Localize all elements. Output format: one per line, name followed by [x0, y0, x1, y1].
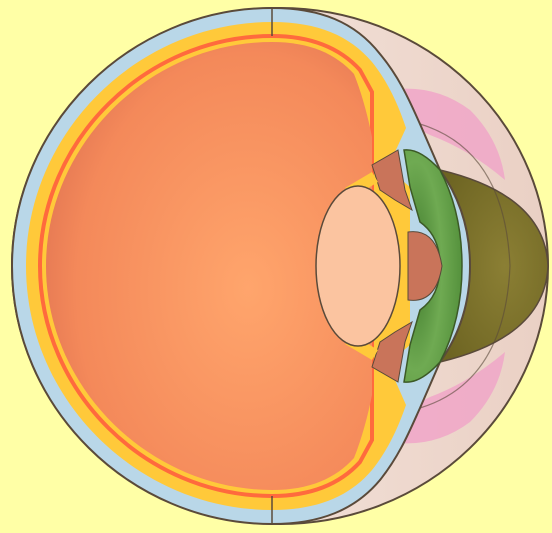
lens	[316, 186, 400, 346]
